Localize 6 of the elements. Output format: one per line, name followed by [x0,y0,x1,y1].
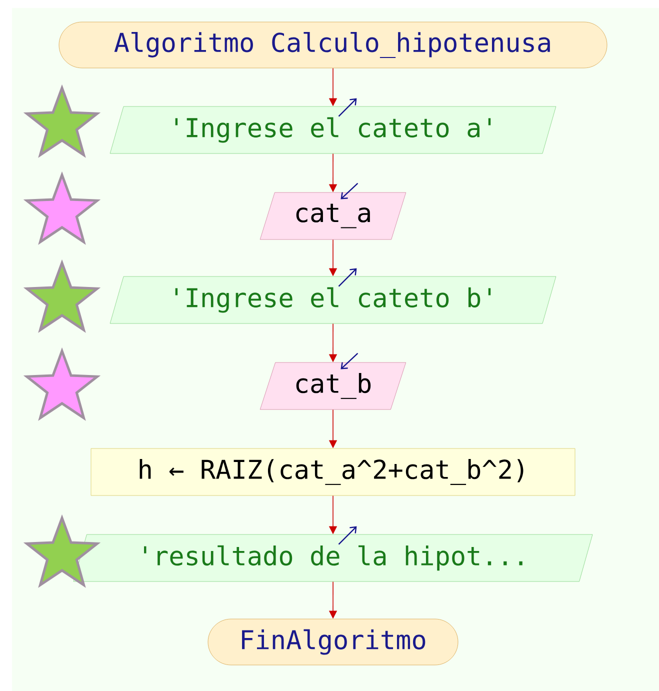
process-box: h ← RAIZ(cat_a^2+cat_b^2) [90,448,576,496]
terminal-box: FinAlgoritmo [208,618,458,666]
terminal-box: Algoritmo Calculo_hipotenusa [58,22,608,68]
output-parallelogram: 'Ingrese el cateto b' [110,276,556,324]
output-parallelogram: 'Ingrese el cateto a' [110,106,556,154]
output-parallelogram: 'resultado de la hipot... [73,534,593,582]
